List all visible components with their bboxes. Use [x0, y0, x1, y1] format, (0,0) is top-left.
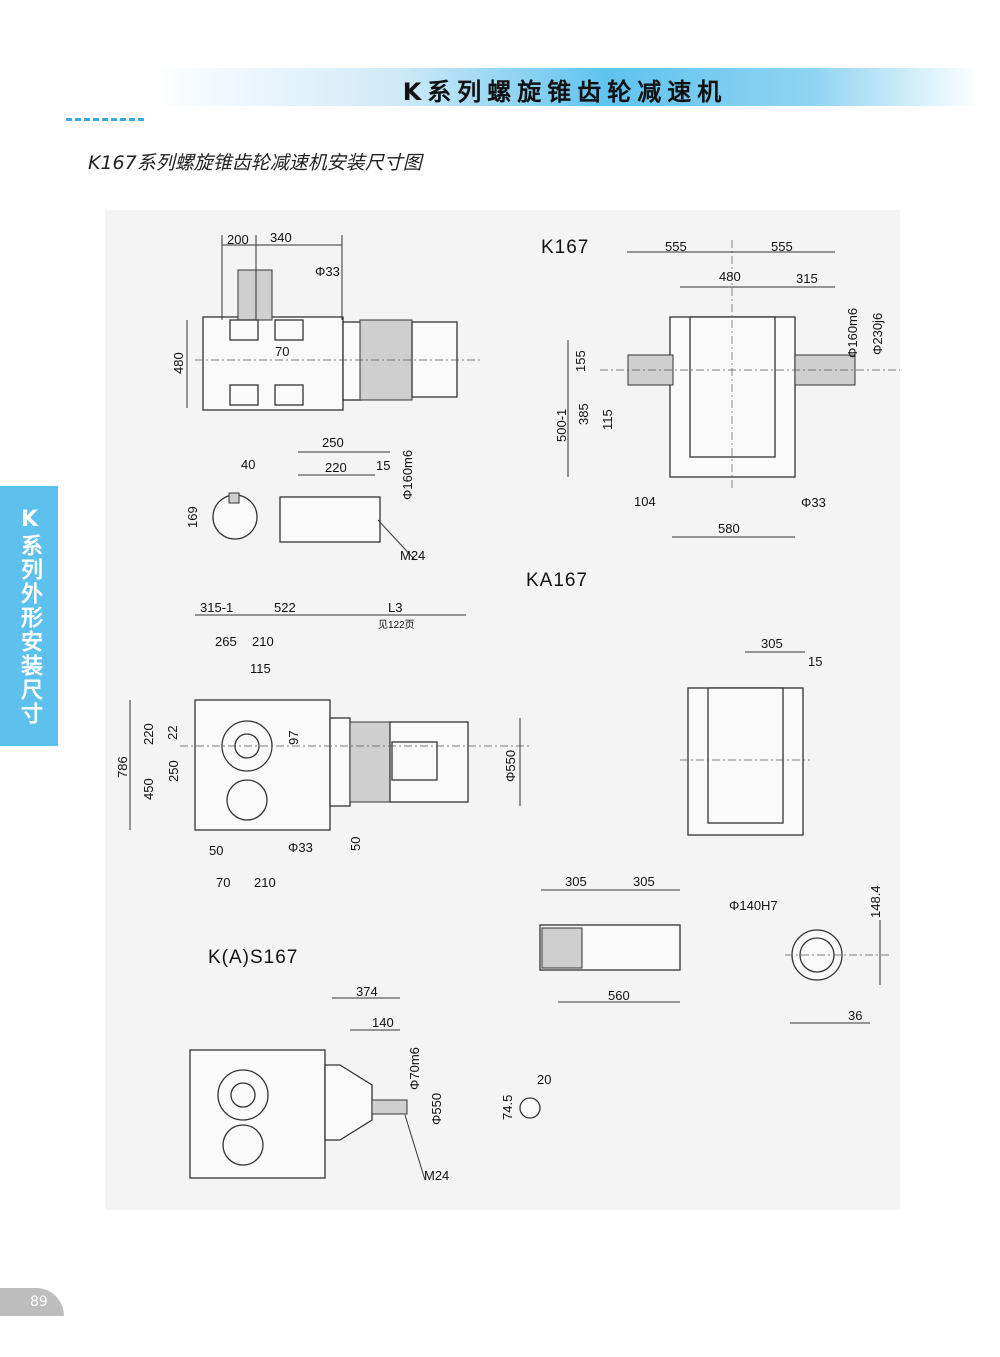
ka167-label: KA167 [526, 570, 588, 591]
dim-label: 580 [718, 521, 740, 536]
dim-label: 786 [115, 756, 130, 778]
dim-label: 104 [634, 494, 656, 509]
dim-label: Φ160m6 [400, 450, 415, 500]
dim-label: 155 [573, 350, 588, 372]
dim-label: 250 [166, 760, 181, 782]
dim-label: Φ550 [429, 1093, 444, 1125]
dim-label: 210 [252, 634, 274, 649]
dim-label: 560 [608, 988, 630, 1003]
dim-label: 97 [286, 731, 301, 745]
dim-label: L3 [388, 600, 402, 615]
drawing-subtitle: K167系列螺旋锥齿轮减速机安装尺寸图 [88, 152, 422, 174]
dim-label: 305 [761, 636, 783, 651]
dim-label: 22 [165, 726, 180, 740]
ka167-side-view [129, 614, 530, 831]
page-number: 89 [0, 1288, 64, 1316]
k167-plan-view [186, 235, 480, 411]
dim-label: 522 [274, 600, 296, 615]
dim-label: 140 [372, 1015, 394, 1030]
dim-label: Φ70m6 [407, 1047, 422, 1090]
dim-label: 115 [600, 409, 615, 430]
title-banner: K系列螺旋锥齿轮减速机 [150, 68, 980, 106]
dim-label: 265 [215, 634, 237, 649]
k167-front-view [567, 240, 900, 538]
decorative-dashes [66, 118, 144, 121]
dim-label: Φ550 [503, 750, 518, 782]
dim-label: 15 [376, 458, 390, 473]
dim-label: Φ230j6 [870, 313, 885, 355]
ka167-front-view [680, 651, 810, 836]
dim-label: 70 [275, 344, 289, 359]
kas167-label: K(A)S167 [208, 947, 298, 968]
dim-label: 50 [209, 843, 223, 858]
dim-label: 450 [141, 778, 156, 800]
dim-label: 210 [254, 875, 276, 890]
dim-label: 50 [348, 837, 363, 851]
dim-label: 555 [665, 239, 687, 254]
dim-label: 15 [808, 654, 822, 669]
dim-label: 480 [171, 352, 186, 374]
dim-label: 200 [227, 232, 249, 247]
dim-label: 220 [141, 723, 156, 745]
shaft-detail [212, 451, 416, 561]
dim-label: 115 [250, 661, 271, 676]
dim-label: 500-1 [554, 409, 569, 442]
dim-label: 250 [322, 435, 344, 450]
dim-label: 36 [848, 1008, 862, 1023]
dim-label: 555 [771, 239, 793, 254]
side-section-tab[interactable]: K系列外形安装尺寸 [0, 486, 58, 746]
dim-label: Φ33 [315, 264, 340, 279]
dim-label: 305 [565, 874, 587, 889]
hollow-shaft-view [539, 889, 890, 1024]
dim-label: 148.4 [868, 885, 883, 918]
dim-label: 315 [796, 271, 818, 286]
dim-label: 480 [719, 269, 741, 284]
dim-label: 340 [270, 230, 292, 245]
dim-label: Φ160m6 [845, 308, 860, 358]
dim-label: 315-1 [200, 600, 233, 615]
page-title: K系列螺旋锥齿轮减速机 [402, 78, 728, 106]
dim-label: Φ140H7 [729, 898, 778, 913]
dim-label: 374 [356, 984, 378, 999]
dim-label: Φ33 [288, 840, 313, 855]
k167-label: K167 [541, 237, 589, 258]
kas167-view [189, 997, 541, 1181]
dim-label: 20 [537, 1072, 551, 1087]
dim-label: 74.5 [500, 1095, 515, 1120]
dim-label: 385 [576, 403, 591, 425]
dim-label: 40 [241, 457, 255, 472]
dim-label: M24 [424, 1168, 449, 1183]
dim-label: 70 [216, 875, 230, 890]
dim-label: Φ33 [801, 495, 826, 510]
dim-label: M24 [400, 548, 425, 563]
dim-label: 169 [185, 506, 200, 528]
dim-label: 305 [633, 874, 655, 889]
dim-note: 见122页 [378, 619, 415, 631]
dim-label: 220 [325, 460, 347, 475]
